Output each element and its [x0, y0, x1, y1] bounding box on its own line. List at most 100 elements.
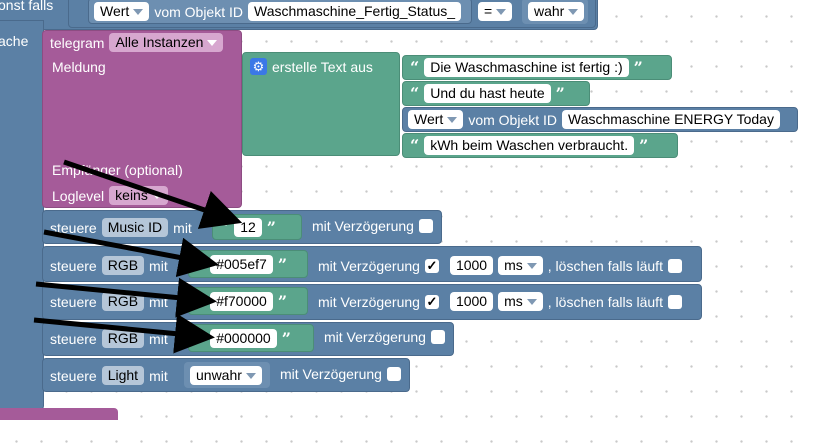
delay-field[interactable]: 1000 — [449, 292, 494, 311]
quote-open-icon: “ — [410, 58, 420, 77]
loglevel-row: Loglevel keins — [52, 186, 168, 205]
text-item-2-row: “ Und du hast heute ” — [410, 84, 565, 103]
quote-close-icon: ” — [277, 292, 288, 311]
dropdown-caret-icon — [526, 262, 537, 269]
text-item-2-value[interactable]: Und du hast heute — [424, 84, 551, 103]
verzoegerung-label: mit Verzögerung — [280, 366, 382, 382]
light-value-row: unwahr — [190, 366, 262, 385]
telegram-block[interactable] — [42, 30, 242, 208]
dropdown-caret-icon — [245, 372, 256, 379]
target-field[interactable]: RGB — [101, 329, 145, 348]
rgb-3-value[interactable]: #000000 — [210, 329, 277, 348]
quote-open-icon: “ — [196, 255, 206, 274]
mit-label: mit — [173, 219, 192, 236]
set-light-row: steuere Light mit — [50, 366, 168, 385]
quote-open-icon: “ — [410, 84, 420, 103]
unit-dropdown[interactable]: ms — [498, 256, 543, 275]
set-rgb-3-row: steuere RGB mit — [50, 329, 168, 348]
loglevel-label: Loglevel — [52, 187, 105, 204]
text-item-objekt-row: Wert vom Objekt ID Waschmaschine ENERGY … — [408, 110, 780, 129]
dropdown-caret-icon — [447, 116, 458, 123]
music-id-delay-row: mit Verzögerung — [312, 218, 433, 234]
bool-dropdown[interactable]: wahr — [528, 2, 585, 21]
set-music-id-row: steuere Music ID mit — [50, 218, 192, 237]
wert-dropdown[interactable]: Wert — [408, 110, 464, 129]
checkbox-icon[interactable]: ✓ — [424, 293, 439, 309]
checkbox-icon[interactable] — [667, 258, 682, 273]
dropdown-caret-icon — [133, 8, 144, 15]
quote-open-icon: “ — [196, 329, 206, 348]
if-else-body-spine — [0, 20, 44, 410]
steuere-label: steuere — [50, 257, 97, 274]
steuere-label: steuere — [50, 330, 97, 347]
meldung-row: Meldung — [52, 59, 106, 75]
loeschen-label: , löschen falls läuft — [547, 257, 663, 274]
mit-label: mit — [149, 257, 168, 274]
checkbox-icon[interactable] — [386, 367, 401, 381]
meldung-label: Meldung — [52, 59, 106, 75]
sonst-falls-label: onst falls — [0, 0, 54, 13]
quote-close-icon: ” — [281, 329, 291, 348]
if-else-bottom-cap — [0, 408, 118, 420]
unit-dropdown[interactable]: ms — [498, 292, 543, 311]
dropdown-caret-icon — [568, 8, 579, 15]
quote-close-icon: ” — [633, 58, 643, 77]
empfaenger-label: Empfänger (optional) — [52, 162, 183, 178]
operator-dropdown[interactable]: = — [478, 2, 513, 21]
target-field[interactable]: Light — [101, 366, 145, 385]
loglevel-dropdown[interactable]: keins — [109, 186, 168, 205]
steuere-label: steuere — [50, 367, 97, 384]
text-join-label: erstelle Text aus — [272, 58, 373, 75]
target-field[interactable]: RGB — [101, 256, 145, 275]
target-field[interactable]: RGB — [101, 292, 145, 311]
delay-field[interactable]: 1000 — [449, 256, 494, 275]
checkbox-icon[interactable] — [667, 294, 682, 309]
music-id-value[interactable]: 12 — [234, 218, 262, 237]
rgb-2-value-row: “ #f70000 ” — [196, 292, 287, 311]
steuere-label: steuere — [50, 219, 97, 236]
mit-label: mit — [149, 367, 168, 384]
gear-icon[interactable]: ⚙ — [250, 58, 267, 75]
rgb-3-value-row: “ #000000 ” — [196, 329, 291, 348]
energy-object-id-field[interactable]: Waschmaschine ENERGY Today — [562, 110, 780, 129]
text-item-3-value[interactable]: kWh beim Waschen verbraucht. — [424, 136, 635, 155]
text-item-3-row: “ kWh beim Waschen verbraucht. ” — [410, 136, 648, 155]
wert-dropdown[interactable]: Wert — [94, 2, 150, 21]
rgb-1-value-row: “ #005ef7 ” — [196, 255, 287, 274]
bool-row: wahr — [528, 2, 585, 21]
verzoegerung-label: mit Verzögerung — [312, 218, 414, 234]
telegram-label: telegram — [50, 34, 105, 51]
dropdown-caret-icon — [496, 8, 507, 15]
rgb-1-value[interactable]: #005ef7 — [210, 255, 273, 274]
object-id-field[interactable]: Waschmaschine_Fertig_Status_ — [248, 2, 462, 21]
text-join-block[interactable] — [242, 52, 400, 156]
quote-close-icon: ” — [639, 136, 649, 155]
mache-label: ache — [0, 33, 29, 49]
empfaenger-row: Empfänger (optional) — [52, 162, 183, 178]
quote-open-icon: “ — [410, 136, 420, 155]
dropdown-caret-icon — [151, 192, 162, 199]
rgb-2-delay-row: mit Verzögerung ✓ 1000 ms , löschen fall… — [318, 292, 682, 311]
quote-open-icon: “ — [196, 292, 206, 311]
verzoegerung-label: mit Verzögerung — [318, 293, 420, 310]
instances-dropdown[interactable]: Alle Instanzen — [109, 33, 224, 52]
verzoegerung-label: mit Verzögerung — [324, 329, 426, 345]
dropdown-caret-icon — [207, 39, 218, 46]
rgb-2-value[interactable]: #f70000 — [210, 292, 273, 311]
quote-close-icon: ” — [555, 84, 565, 103]
text-join-row: ⚙ erstelle Text aus — [250, 58, 373, 75]
checkbox-icon[interactable] — [430, 330, 445, 344]
set-rgb-2-row: steuere RGB mit — [50, 292, 168, 311]
target-field[interactable]: Music ID — [101, 218, 169, 237]
quote-open-icon: “ — [220, 218, 230, 237]
set-rgb-1-row: steuere RGB mit — [50, 256, 168, 275]
verzoegerung-label: mit Verzögerung — [318, 257, 420, 274]
text-item-1-value[interactable]: Die Waschmaschine ist fertig :) — [424, 58, 629, 77]
checkbox-icon[interactable]: ✓ — [424, 257, 439, 273]
quote-close-icon: ” — [266, 218, 276, 237]
condition-row: Wert vom Objekt ID Waschmaschine_Fertig_… — [94, 2, 462, 21]
light-bool-dropdown[interactable]: unwahr — [190, 366, 262, 385]
checkbox-icon[interactable] — [418, 219, 433, 233]
rgb-3-delay-row: mit Verzögerung — [324, 329, 445, 345]
vom-objekt-label: vom Objekt ID — [154, 3, 244, 20]
